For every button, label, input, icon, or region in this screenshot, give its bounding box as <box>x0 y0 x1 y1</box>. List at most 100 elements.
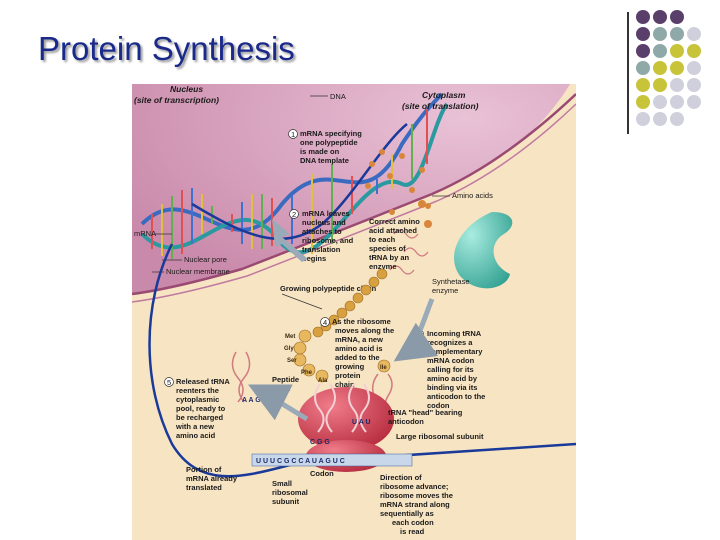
decorative-dot <box>653 44 667 58</box>
correct-amino-line-3: to each <box>369 235 396 244</box>
mrna-codon-sequence: U U U C G C C A U A G U C <box>256 458 345 465</box>
step-1-line-1: mRNA specifying <box>300 129 362 138</box>
step-5-line-3: cytoplasmic <box>176 395 219 404</box>
released-anticodon: A A G <box>242 397 261 404</box>
nucleus-sublabel: (site of transcription) <box>134 95 219 105</box>
decorative-dot <box>653 61 667 75</box>
portion-label-2: mRNA already <box>186 474 238 483</box>
decorative-dot <box>636 95 650 109</box>
decorative-dot <box>687 27 701 41</box>
amino-phe: Phe <box>301 370 313 376</box>
decorative-dot <box>653 95 667 109</box>
step-4-line-5: added to the <box>335 353 380 362</box>
correct-amino-line-2: acid attached <box>369 226 417 235</box>
cytoplasm-label: Cytoplasm <box>422 90 466 100</box>
step-4-number: 4 <box>323 318 327 327</box>
ribosome-trna-right <box>348 383 370 433</box>
charged-trna-cluster <box>389 229 429 275</box>
small-subunit-label-1: Small <box>272 479 292 488</box>
protein-synthesis-diagram: Nucleus (site of transcription) Cytoplas… <box>132 84 576 536</box>
polypeptide-chain <box>312 268 388 338</box>
nucleus-label: Nucleus <box>170 84 203 94</box>
decorative-dot <box>653 10 667 24</box>
nuclear-pore-label: Nuclear pore <box>184 255 227 264</box>
correct-amino-line-5: tRNA by an <box>369 253 410 262</box>
decorative-dot <box>687 44 701 58</box>
ribosome-trna-left <box>314 383 336 433</box>
step-4-line-6: growing <box>335 362 365 371</box>
step-5-line-5: be recharged <box>176 413 224 422</box>
step-3-line-1: Incoming tRNA <box>427 329 482 338</box>
decorative-dot <box>670 44 684 58</box>
step-5-line-7: amino acid <box>176 431 216 440</box>
step-4-line-8: chain <box>335 380 355 389</box>
step-5-number: 5 <box>167 378 171 387</box>
trna-head-label-1: tRNA "head" bearing <box>388 408 463 417</box>
dna-label: DNA <box>330 92 346 101</box>
step-2-line-1: mRNA leaves <box>302 209 350 218</box>
large-subunit-label: Large ribosomal subunit <box>396 432 484 441</box>
amino-gly: Gly <box>284 346 294 352</box>
decorative-dot <box>670 95 684 109</box>
decorative-dot <box>636 44 650 58</box>
amino-acid-chain-labeled <box>293 329 329 383</box>
free-amino-acids <box>365 149 431 215</box>
step-3-line-3: complementary <box>427 347 483 356</box>
title-divider <box>627 12 629 134</box>
direction-label-2: ribosome advance; <box>380 482 448 491</box>
protein-synthesis-figure: Nucleus (site of transcription) Cytoplas… <box>132 84 576 540</box>
release-arrow <box>248 384 309 422</box>
correct-amino-line-6: enzyme <box>369 262 397 271</box>
step-4-line-3: mRNA, a new <box>335 335 383 344</box>
amino-met: Met <box>285 334 295 340</box>
step-3-line-7: binding via its <box>427 383 477 392</box>
step-4-line-1: As the ribosome <box>332 317 391 326</box>
decorative-dot <box>687 95 701 109</box>
step-5-line-1: Released tRNA <box>176 377 230 386</box>
anticodon-left: C G G <box>310 439 330 446</box>
direction-label-4: mRNA strand along <box>380 500 450 509</box>
step-4-line-7: protein <box>335 371 361 380</box>
synthetase-label-1: Synthetase <box>432 277 470 286</box>
direction-label-5: sequentially as <box>380 509 434 518</box>
decorative-dot <box>670 10 684 24</box>
step-2-line-4: ribosome, and <box>302 236 354 245</box>
large-ribosomal-subunit <box>298 387 394 451</box>
synthetase-label-2: enzyme <box>432 286 458 295</box>
decorative-dot <box>670 27 684 41</box>
portion-label-3: translated <box>186 483 222 492</box>
amino-ala: Ala <box>318 378 328 384</box>
decorative-dot <box>636 61 650 75</box>
step-2-number: 2 <box>292 210 296 219</box>
step-1-line-3: is made on <box>300 147 340 156</box>
anticodon-right: U A U <box>352 419 371 426</box>
step-3-line-8: anticodon to the <box>427 392 485 401</box>
amino-ile: Ile <box>380 365 387 371</box>
synthetase-enzyme <box>454 212 513 289</box>
correct-amino-line-4: species of <box>369 244 406 253</box>
mrna-strand-cytoplasm <box>148 243 576 478</box>
step-3-line-2: recognizes a <box>427 338 473 347</box>
step-4-line-2: moves along the <box>335 326 394 335</box>
decorative-dot <box>687 78 701 92</box>
decorative-dot <box>636 78 650 92</box>
peptide-bond-label-2: bond <box>272 384 291 393</box>
direction-label-7: is read <box>400 527 425 536</box>
amino-acids-label: Amino acids <box>452 191 493 200</box>
step-3-line-4: mRNA codon <box>427 356 475 365</box>
step-5-line-6: with a new <box>175 422 214 431</box>
trna-head-label-2: anticodon <box>388 417 424 426</box>
dna-helix <box>140 92 449 259</box>
decorative-dot <box>636 27 650 41</box>
direction-label-6: each codon <box>392 518 434 527</box>
step-5-line-4: pool, ready to <box>176 404 226 413</box>
correct-amino-line-1: Correct amino <box>369 217 420 226</box>
decorative-dot <box>687 61 701 75</box>
mrna-label: mRNA <box>134 229 156 238</box>
step-4-line-4: amino acid is <box>335 344 383 353</box>
step-1-line-2: one polypeptide <box>300 138 358 147</box>
peptide-bond-label-1: Peptide <box>272 375 299 384</box>
step-2-line-3: attaches to <box>302 227 342 236</box>
direction-label-3: ribosome moves the <box>380 491 453 500</box>
step-5-line-2: reenters the <box>176 386 219 395</box>
